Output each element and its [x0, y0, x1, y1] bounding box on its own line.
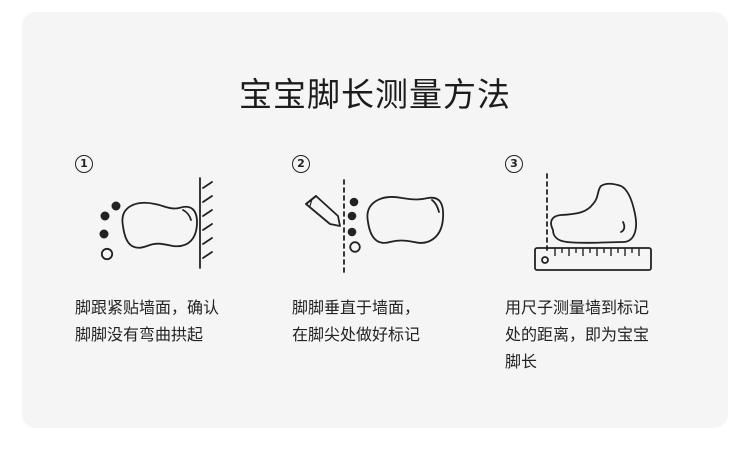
step-3-text: 用尺子测量墙到标记 处的距离，即为宝宝 脚长: [505, 298, 650, 371]
step-1-text: 脚跟紧贴墙面，确认 脚脚没有弯曲拱起: [75, 298, 220, 344]
step-number-badge: 1: [75, 155, 93, 173]
page-title: 宝宝脚长测量方法: [239, 75, 511, 114]
step-2-text: 脚脚垂直于墙面， 在脚尖处做好标记: [292, 298, 421, 344]
pencil-mark-icon: [305, 179, 445, 275]
step-number-badge: 2: [292, 155, 310, 173]
instruction-card: [22, 12, 728, 428]
step-number-badge: 3: [505, 155, 523, 173]
foot-against-wall-icon: [99, 177, 213, 269]
ruler-measure-icon: [534, 173, 652, 271]
